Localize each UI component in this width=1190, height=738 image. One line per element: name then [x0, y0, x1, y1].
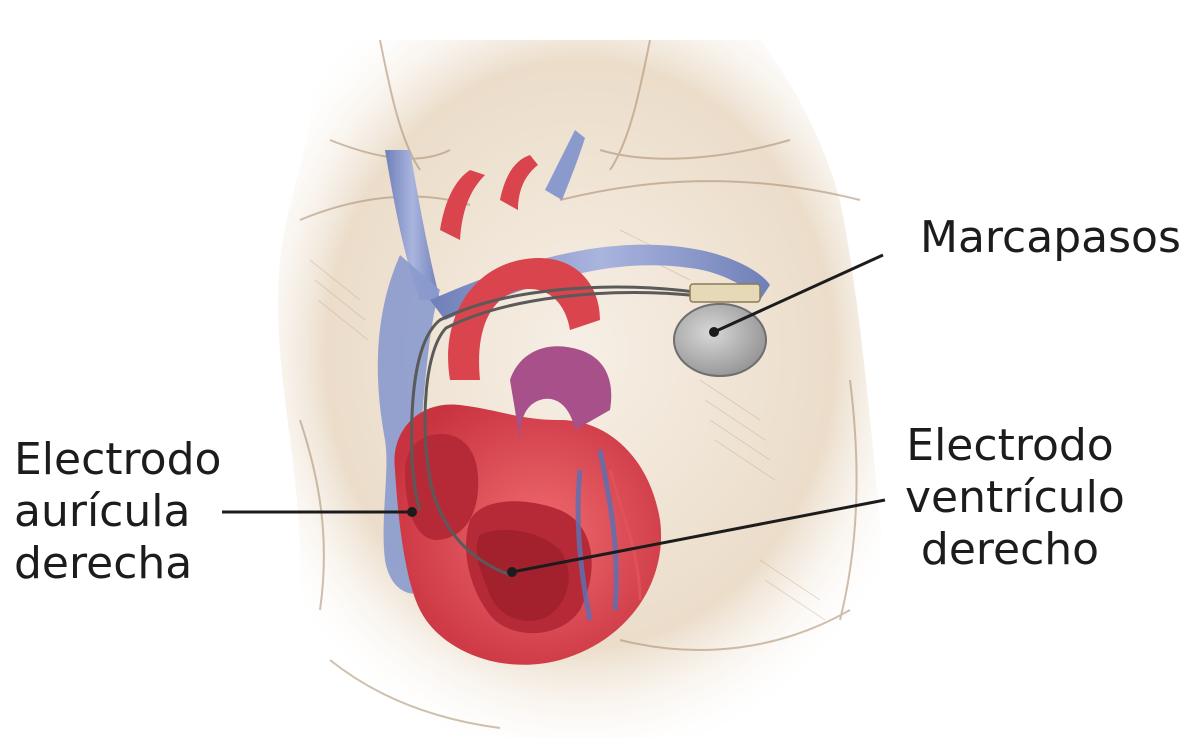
label-rv-line-1: Electrodo [905, 420, 1115, 472]
label-right-atrium-lead: Electrodo aurícula derecha [14, 434, 221, 590]
label-right-ventricle-lead: Electrodo ventrículo derecho [905, 420, 1115, 576]
label-pacemaker: Marcapasos [920, 212, 1181, 264]
label-pacemaker-text: Marcapasos [920, 212, 1181, 264]
label-rv-line-2: ventrículo [905, 472, 1115, 524]
label-ra-line-3: derecha [14, 538, 221, 590]
label-ra-line-1: Electrodo [14, 434, 221, 486]
label-ra-line-2: aurícula [14, 486, 221, 538]
label-rv-line-3: derecho [905, 524, 1115, 576]
